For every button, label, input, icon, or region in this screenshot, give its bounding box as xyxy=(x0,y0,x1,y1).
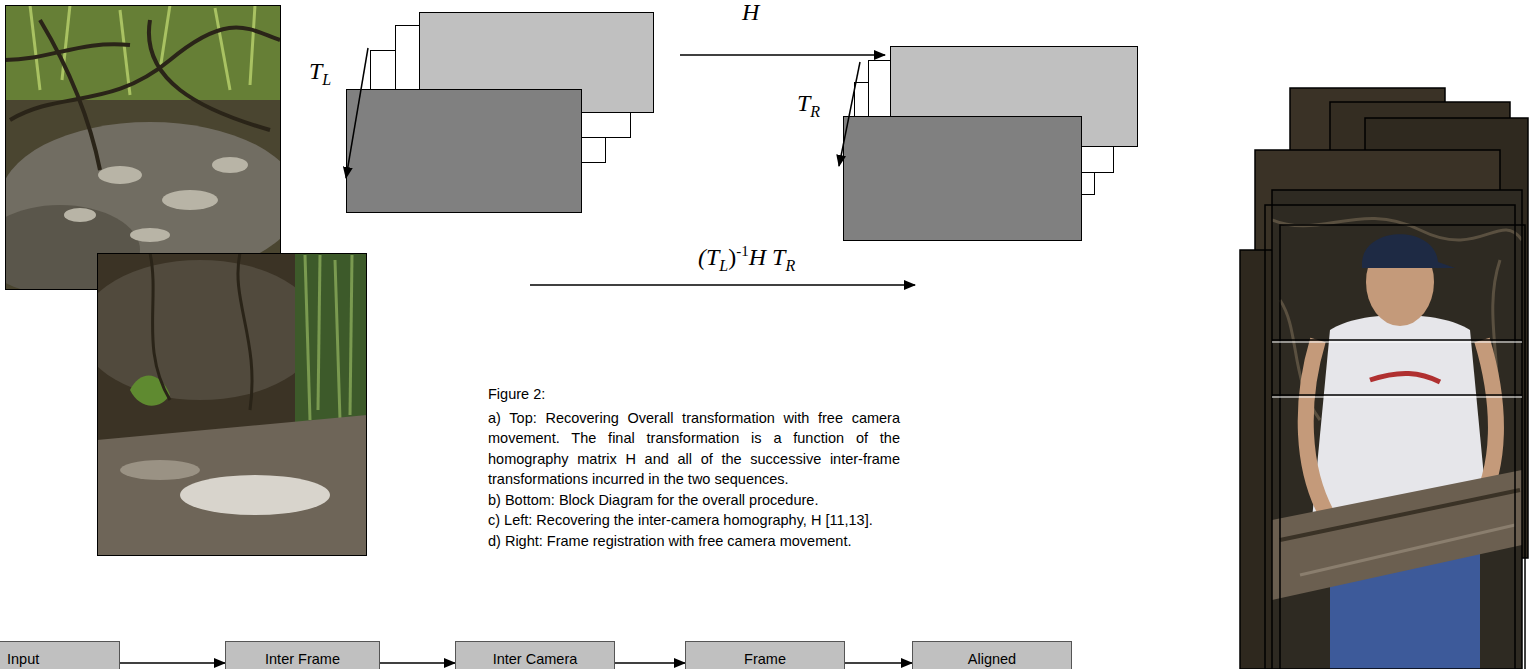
flow-arrow xyxy=(845,662,912,664)
math-symbol: R xyxy=(785,257,795,274)
process-box: Aligned xyxy=(912,641,1072,669)
caption-item: a) Top: Recovering Overall transformatio… xyxy=(488,408,900,490)
flow-arrow xyxy=(120,662,225,664)
process-box: Inter Camera xyxy=(455,641,615,669)
caption-item: d) Right: Frame registration with free c… xyxy=(488,531,900,552)
registered-frames xyxy=(1240,88,1528,669)
math-symbol: -1 xyxy=(736,243,749,259)
frame-stack xyxy=(844,47,1138,241)
caption-title: Figure 2: xyxy=(488,384,900,405)
math-symbol: H T xyxy=(749,244,786,270)
math-symbol: T xyxy=(309,58,322,84)
math-symbol: L xyxy=(719,257,728,274)
box-label: Inter Camera xyxy=(456,651,614,667)
box-label: Input xyxy=(7,651,119,667)
transform-label: TR xyxy=(797,90,820,120)
math-symbol: ) xyxy=(728,244,736,270)
caption-item: c) Left: Recovering the inter-camera hom… xyxy=(488,510,900,531)
process-box: Inter Frame xyxy=(225,641,380,669)
math-symbol: R xyxy=(810,103,820,120)
frame-stack xyxy=(347,13,654,213)
box-label: Aligned xyxy=(913,651,1071,667)
nature-photo xyxy=(5,5,281,290)
math-symbol: H xyxy=(742,0,759,25)
transform-label: TL xyxy=(309,58,331,88)
math-symbol: (T xyxy=(698,244,719,270)
formula-label: (TL)-1H TR xyxy=(698,244,795,274)
flow-arrow xyxy=(380,662,455,664)
caption-item: b) Bottom: Block Diagram for the overall… xyxy=(488,490,900,511)
nature-photo xyxy=(97,253,367,556)
box-label: Frame xyxy=(686,651,844,667)
homography-label: H xyxy=(742,0,759,29)
transform-arrows xyxy=(346,48,915,285)
process-box: Input xyxy=(0,641,120,669)
box-label: Inter Frame xyxy=(226,651,379,667)
process-box: Frame xyxy=(685,641,845,669)
math-symbol: L xyxy=(322,71,331,88)
figure-caption: Figure 2: a) Top: Recovering Overall tran… xyxy=(488,384,900,551)
flow-arrow xyxy=(615,662,685,664)
math-symbol: T xyxy=(797,90,810,116)
